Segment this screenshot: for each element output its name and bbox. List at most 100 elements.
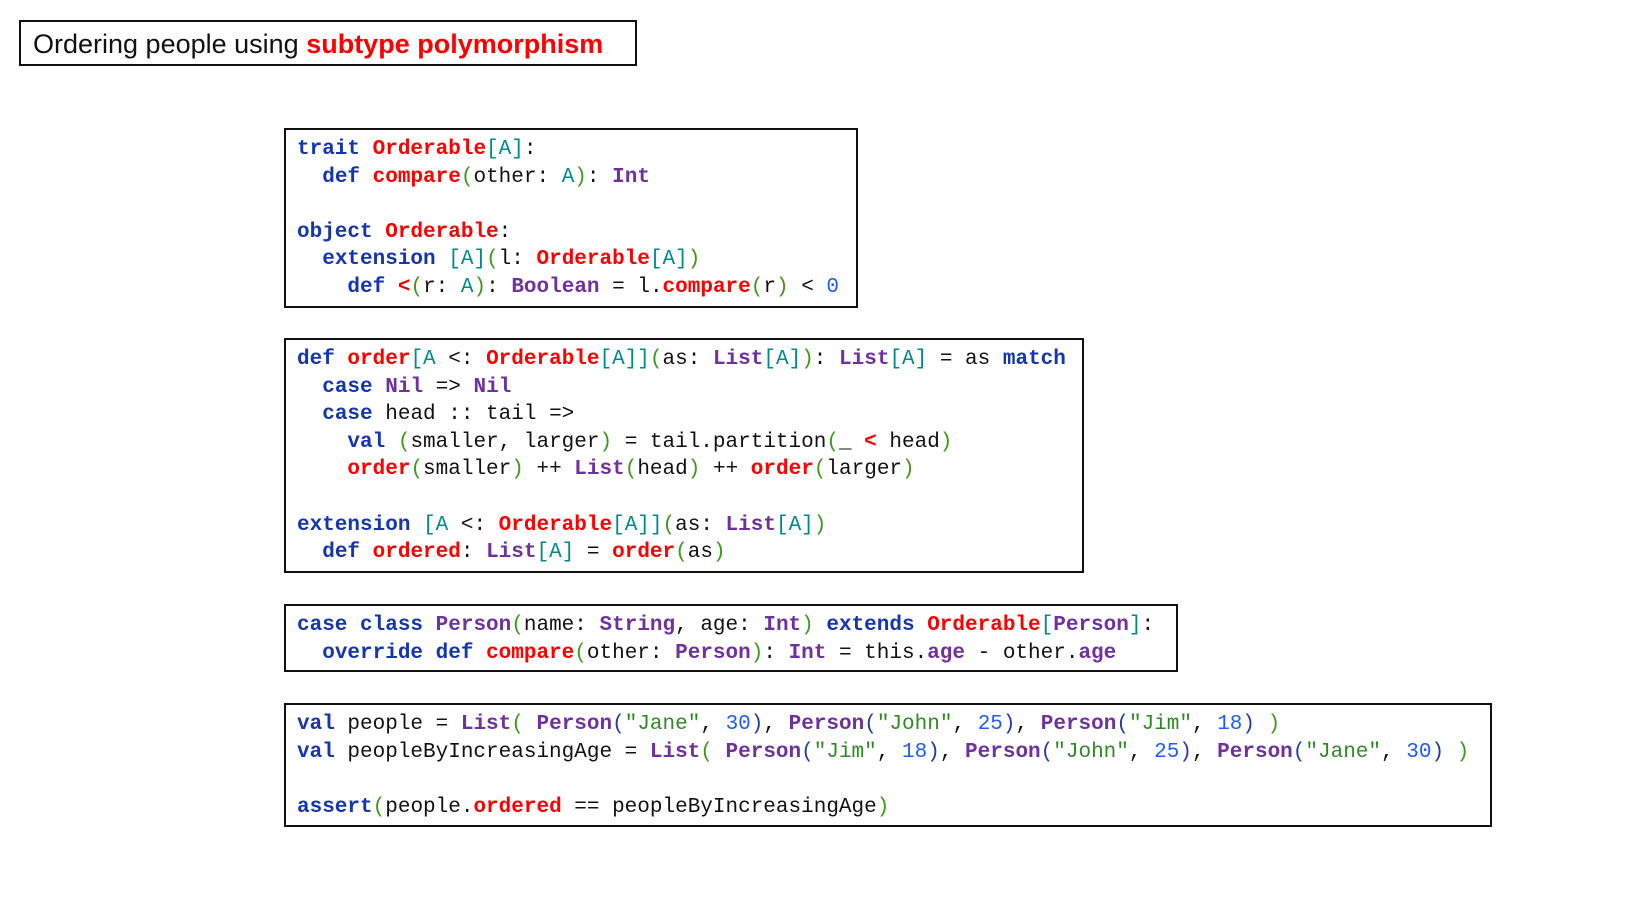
keyword: extension <box>322 248 436 272</box>
keyword: val <box>297 713 335 736</box>
paren: ( <box>1040 740 1054 764</box>
type: String <box>599 614 676 637</box>
paren: ( <box>574 641 587 665</box>
identifier: Orderable <box>372 138 487 161</box>
type: age <box>1078 641 1117 665</box>
code-text: smaller <box>423 458 512 482</box>
type: Int <box>788 641 827 665</box>
code-text <box>713 741 726 764</box>
paren: ) <box>876 795 890 819</box>
paren: ) <box>927 740 940 764</box>
type-param: [A <box>410 348 436 371</box>
code-text: = tail.partition <box>612 430 827 454</box>
code-text <box>373 221 386 244</box>
type: List <box>712 348 764 371</box>
code-line: def ordered: List[A] = order(as) <box>297 539 1082 567</box>
code-text: as: <box>662 348 713 371</box>
code-text <box>1255 713 1268 736</box>
code-text: , <box>1191 713 1218 736</box>
type: age <box>927 641 966 665</box>
code-text <box>436 248 449 271</box>
type-param: [A] <box>448 248 487 272</box>
code-text: : <box>586 165 613 189</box>
identifier: compare <box>662 275 751 299</box>
code-text: = l. <box>599 275 663 299</box>
code-text <box>360 166 373 189</box>
code-text: : <box>486 275 512 299</box>
paren: ) <box>687 458 701 482</box>
code-text: : <box>763 641 789 665</box>
code-text: r: <box>423 275 461 299</box>
paren: ) <box>1242 713 1256 736</box>
number-literal: 25 <box>977 713 1003 736</box>
code-text: people = <box>334 713 461 736</box>
type: Person <box>788 713 865 736</box>
code-text: - other. <box>965 641 1079 665</box>
code-line: extension [A](l: Orderable[A]) <box>297 246 856 274</box>
code-text: , <box>939 740 966 764</box>
keyword: def <box>347 275 386 299</box>
type: Int <box>763 614 802 637</box>
code-text: people. <box>385 795 474 819</box>
type-param: [A] <box>889 348 928 371</box>
code-text: , <box>952 713 978 736</box>
code-text: r <box>763 275 776 299</box>
code-text <box>297 403 322 426</box>
paren: ( <box>864 713 877 736</box>
code-text <box>297 376 322 399</box>
code-text: , <box>876 740 902 764</box>
code-text <box>297 248 322 271</box>
code-text: l: <box>498 248 537 272</box>
keyword: case <box>322 403 373 427</box>
identifier: compare <box>486 641 575 665</box>
paren: ( <box>801 740 814 764</box>
code-text: : <box>523 138 537 161</box>
paren: ) <box>599 430 613 454</box>
paren: ( <box>813 458 827 482</box>
slide-title: Ordering people using subtype polymorphi… <box>19 20 637 66</box>
paren: ) <box>473 275 487 299</box>
type-param: [A] <box>536 541 575 565</box>
code-text: => <box>423 375 474 399</box>
code-text: _ <box>838 430 865 454</box>
type-param: [A] <box>763 348 802 371</box>
code-text <box>297 431 347 454</box>
type: List <box>725 513 776 537</box>
paren: ) <box>750 713 764 736</box>
identifier: order <box>347 458 411 482</box>
paren: ( <box>700 740 713 764</box>
code-text: : <box>460 541 487 565</box>
type: Person <box>965 740 1041 764</box>
keyword: case <box>322 375 373 399</box>
code-text: head <box>876 430 940 454</box>
paren: ( <box>397 430 411 454</box>
paren: ( <box>649 348 663 371</box>
code-line: case Nil => Nil <box>297 374 1082 402</box>
type-param: [A]] <box>599 348 650 371</box>
code-block-person: case class Person(name: String, age: Int… <box>284 604 1178 672</box>
string-literal: "John" <box>876 713 953 736</box>
paren: ( <box>511 713 524 736</box>
paren: ( <box>826 430 839 454</box>
code-text: , age: <box>675 614 764 637</box>
code-text: < <box>788 275 827 299</box>
code-text <box>385 276 398 299</box>
paren: ) <box>1179 740 1192 764</box>
paren: ( <box>410 458 424 482</box>
code-text: = <box>574 541 613 565</box>
type-param: [A]] <box>612 513 663 537</box>
type-param: [ <box>1040 614 1054 637</box>
code-text <box>297 541 322 564</box>
code-text: , <box>1015 713 1041 736</box>
paren: ) <box>902 458 915 482</box>
type: Int <box>612 165 650 189</box>
code-text <box>360 138 373 161</box>
code-text: <: <box>435 348 487 371</box>
paren: ( <box>460 165 474 189</box>
code-text <box>385 431 398 454</box>
type-param: [A] <box>486 138 524 161</box>
type-param: [A] <box>775 513 814 537</box>
code-line: def <(r: A): Boolean = l.compare(r) < 0 <box>297 274 856 302</box>
string-literal: "John" <box>1053 740 1129 764</box>
paren: ) <box>712 541 726 565</box>
